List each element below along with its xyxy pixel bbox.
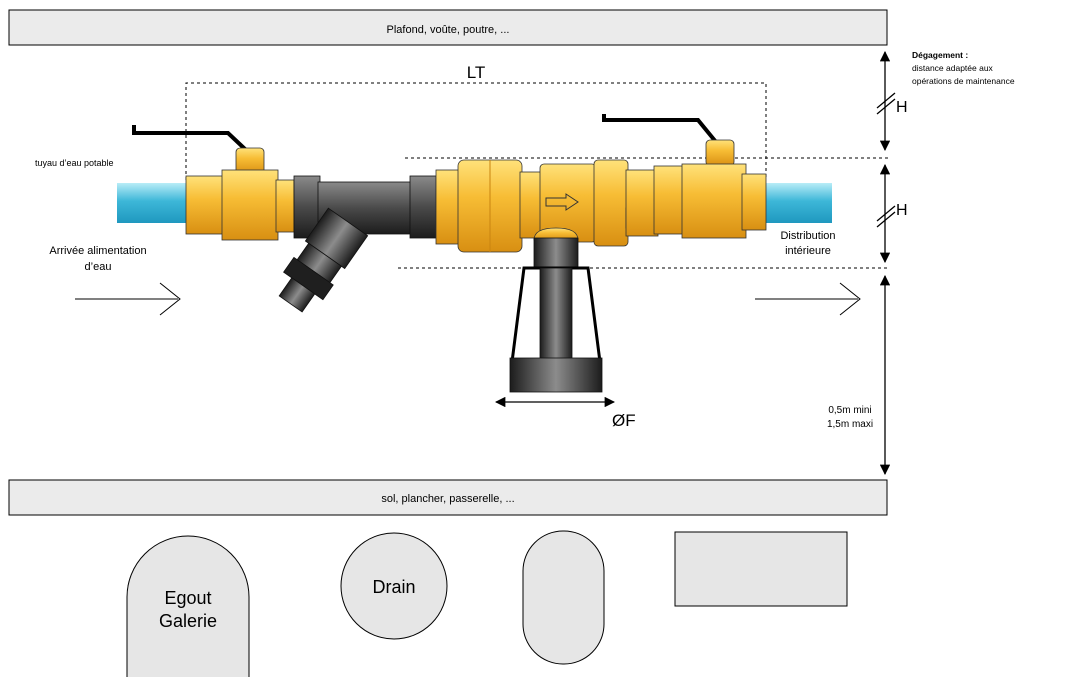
inlet-flow-arrow bbox=[75, 282, 181, 316]
ceiling-label: Plafond, voûte, poutre, ... bbox=[387, 24, 510, 36]
break-mark bbox=[876, 205, 896, 222]
clearance-line1: distance adaptée aux bbox=[912, 63, 994, 73]
clearance-note: Dégagement : distance adaptée aux opérat… bbox=[912, 50, 1015, 86]
lt-label: LT bbox=[467, 63, 486, 82]
strainer-filter bbox=[278, 175, 437, 313]
drain-shape: Drain bbox=[340, 532, 448, 640]
diameter-label: ØF bbox=[612, 411, 636, 430]
height-dimension-lines bbox=[876, 50, 896, 476]
inlet-label-line1: Arrivée alimentation bbox=[49, 245, 146, 257]
outlet-flow-arrow bbox=[755, 282, 861, 316]
height-min-label: 0,5m mini bbox=[828, 405, 871, 416]
break-mark bbox=[876, 98, 896, 115]
sewer-label-line1: Egout bbox=[164, 588, 211, 608]
backflow-preventer bbox=[435, 159, 659, 393]
rectangular-duct-shape bbox=[674, 531, 848, 607]
sewer-label-line2: Galerie bbox=[159, 611, 217, 631]
ceiling-surface: Plafond, voûte, poutre, ... bbox=[8, 9, 888, 46]
outlet-pipe bbox=[764, 183, 832, 223]
drain-label: Drain bbox=[372, 577, 415, 597]
clearance-line2: opérations de maintenance bbox=[912, 76, 1015, 86]
valve-handle bbox=[602, 114, 718, 144]
sewer-gallery-shape: Egout Galerie bbox=[126, 535, 250, 677]
inlet-pipe bbox=[117, 183, 187, 223]
h-mid-label: H bbox=[896, 202, 908, 219]
flow-direction-arrow-icon bbox=[545, 193, 579, 211]
break-mark bbox=[876, 211, 896, 228]
inlet-ball-valve bbox=[132, 125, 295, 241]
h-top-label: H bbox=[896, 99, 908, 116]
outlet-label-line1: Distribution bbox=[780, 230, 835, 242]
pipe-label: tuyau d’eau potable bbox=[35, 158, 114, 168]
floor-label: sol, plancher, passerelle, ... bbox=[381, 493, 514, 505]
outlet-label-line2: intérieure bbox=[785, 245, 831, 257]
drain-collar bbox=[509, 357, 603, 393]
clearance-title: Dégagement : bbox=[912, 50, 968, 60]
break-mark bbox=[876, 92, 896, 109]
rounded-duct-shape bbox=[522, 530, 605, 665]
outlet-ball-valve bbox=[602, 114, 767, 239]
floor-surface: sol, plancher, passerelle, ... bbox=[8, 479, 888, 516]
height-max-label: 1,5m maxi bbox=[827, 419, 873, 430]
inlet-label-line2: d’eau bbox=[85, 261, 112, 273]
valve-handle bbox=[132, 125, 248, 152]
